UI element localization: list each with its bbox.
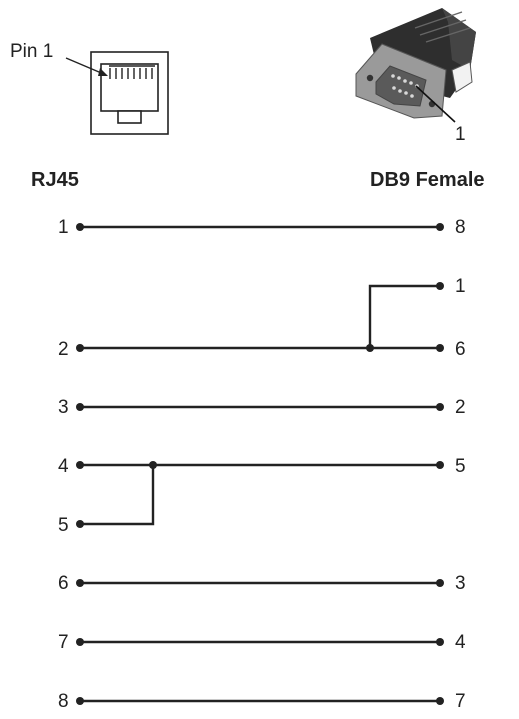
- dot: [436, 697, 444, 705]
- dot: [76, 403, 84, 411]
- dot: [76, 344, 84, 352]
- dot: [436, 638, 444, 646]
- rj45-jack-icon: [65, 51, 169, 135]
- db9-pin-2: 2: [455, 397, 466, 418]
- db9-pin-3: 3: [455, 573, 466, 594]
- dot: [76, 520, 84, 528]
- terminal-dots: [76, 223, 444, 705]
- dot: [436, 403, 444, 411]
- dot: [436, 223, 444, 231]
- rj45-pin-3: 3: [58, 397, 69, 418]
- pin1-label: Pin 1: [10, 41, 53, 62]
- rj45-pin-8: 8: [58, 691, 69, 712]
- rj45-heading: RJ45: [31, 169, 79, 191]
- dot: [436, 461, 444, 469]
- dot: [76, 223, 84, 231]
- rj45-pin-4: 4: [58, 456, 69, 477]
- dot: [76, 697, 84, 705]
- db9-pin-7: 7: [455, 691, 466, 712]
- rj45-pin-labels: 1 2 3 4 5 6 7 8: [58, 217, 69, 712]
- rj45-pin-5: 5: [58, 515, 69, 536]
- dot: [436, 579, 444, 587]
- db9-connector-icon: [355, 8, 476, 123]
- junction-dot: [366, 344, 374, 352]
- dot: [436, 344, 444, 352]
- dot: [76, 579, 84, 587]
- wire-5-to-4-branch: [80, 465, 155, 526]
- dot: [76, 638, 84, 646]
- rj45-pin-7: 7: [58, 632, 69, 653]
- db9-pin-1: 1: [455, 276, 466, 297]
- rj45-pin-2: 2: [58, 339, 69, 360]
- db9-heading: DB9 Female: [370, 169, 485, 191]
- dot: [76, 461, 84, 469]
- db9-pin-8: 8: [455, 217, 466, 238]
- rj45-pin-6: 6: [58, 573, 69, 594]
- junction-dot: [149, 461, 157, 469]
- db9-pin-4: 4: [455, 632, 466, 653]
- rj45-pin-1: 1: [58, 217, 69, 238]
- db9-pin-5: 5: [455, 456, 466, 477]
- db9-pin1-label: 1: [455, 124, 466, 145]
- db9-pin-6: 6: [455, 339, 466, 360]
- wire-2-to-1-branch: [368, 284, 440, 348]
- dot: [436, 282, 444, 290]
- db9-pin-labels: 8 1 6 2 5 3 4 7: [455, 217, 466, 712]
- wires: [80, 225, 440, 703]
